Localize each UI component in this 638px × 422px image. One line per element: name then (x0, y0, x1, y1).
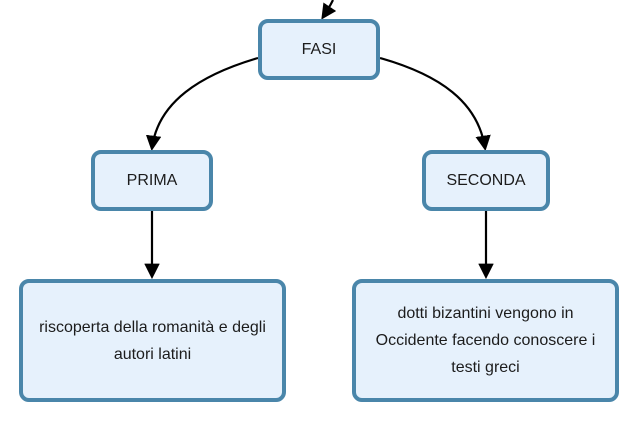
node-detail-prima[interactable]: riscoperta della romanità e degli autori… (19, 279, 286, 402)
node-fasi-label: FASI (301, 41, 337, 58)
node-seconda[interactable]: SECONDA (422, 150, 550, 211)
node-fasi[interactable]: FASI (258, 19, 380, 80)
connector-root-to-seconda (379, 56, 491, 152)
node-detail-prima-label: riscoperta della romanità e degli autori… (39, 318, 266, 363)
node-prima-label: PRIMA (126, 172, 178, 189)
node-prima[interactable]: PRIMA (91, 150, 213, 211)
connector-root-to-prima (145, 56, 259, 152)
connector-incoming-root (321, 0, 337, 20)
node-detail-seconda-label: dotti bizantini vengono in Occidente fac… (375, 305, 596, 376)
node-seconda-label: SECONDA (446, 172, 526, 189)
node-detail-seconda[interactable]: dotti bizantini vengono in Occidente fac… (352, 279, 619, 402)
